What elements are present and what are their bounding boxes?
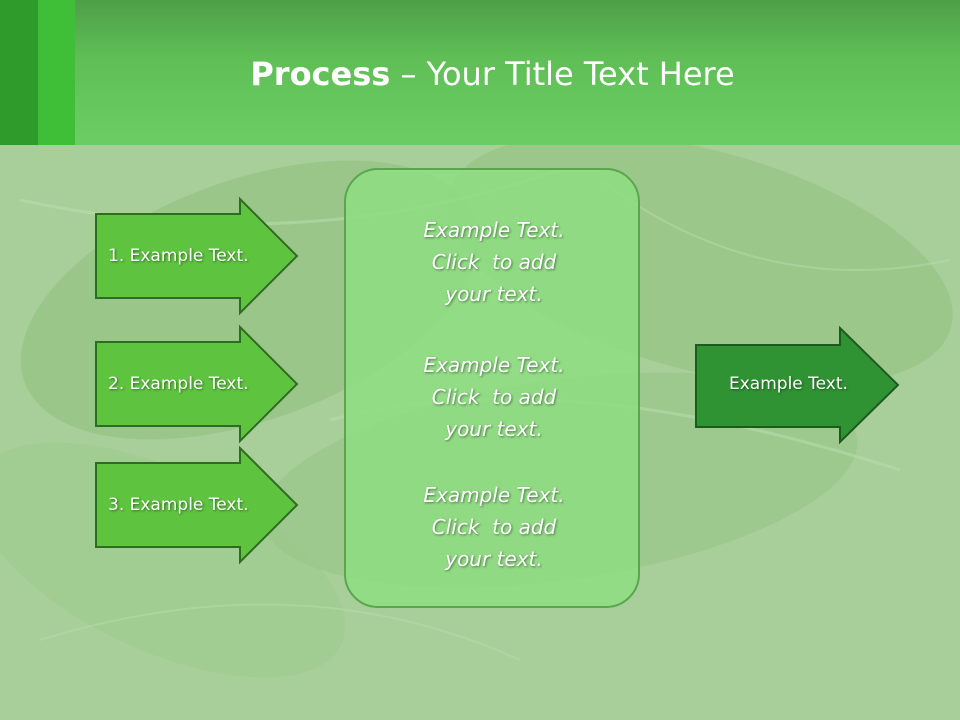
center-text-line: Example Text.: [346, 479, 642, 511]
center-text-line: Click to add: [346, 381, 642, 413]
left-arrow-3-label: 3. Example Text.: [108, 494, 249, 516]
center-text-block-3[interactable]: Example Text. Click to add your text.: [346, 479, 642, 575]
center-text-line: your text.: [346, 278, 642, 310]
center-text-block-2[interactable]: Example Text. Click to add your text.: [346, 349, 642, 445]
center-text-line: Click to add: [346, 246, 642, 278]
right-arrow-label: Example Text.: [729, 373, 848, 395]
left-arrow-2-label: 2. Example Text.: [108, 373, 249, 395]
center-text-line: Example Text.: [346, 349, 642, 381]
center-text-line: Example Text.: [346, 214, 642, 246]
left-arrow-1-label: 1. Example Text.: [108, 245, 249, 267]
center-text-line: Click to add: [346, 511, 642, 543]
center-text-box[interactable]: Example Text. Click to add your text. Ex…: [344, 168, 640, 608]
center-text-line: your text.: [346, 413, 642, 445]
center-text-block-1[interactable]: Example Text. Click to add your text.: [346, 214, 642, 310]
center-text-line: your text.: [346, 543, 642, 575]
